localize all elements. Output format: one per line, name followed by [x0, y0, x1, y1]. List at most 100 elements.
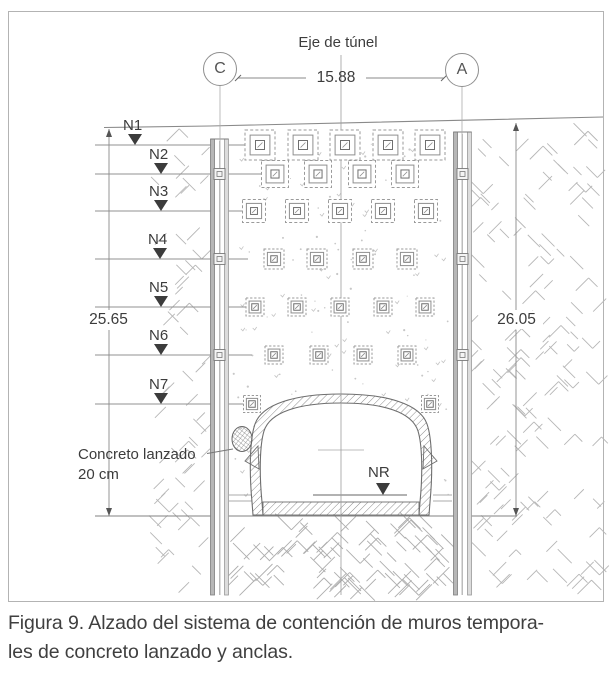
level-marker-triangle [153, 248, 167, 259]
line [403, 573, 420, 590]
line [277, 540, 292, 555]
line [499, 228, 510, 239]
line [486, 398, 498, 410]
dim-arrow [513, 123, 519, 131]
line [591, 579, 602, 591]
line [588, 277, 598, 288]
line [538, 175, 553, 190]
line [153, 478, 165, 490]
line [511, 506, 527, 521]
path [381, 392, 386, 397]
line [539, 340, 549, 350]
line [527, 234, 541, 248]
line [169, 299, 180, 311]
soil-hatch [226, 511, 466, 602]
line [534, 501, 541, 508]
path [385, 330, 391, 335]
line [366, 569, 378, 582]
line [486, 234, 496, 243]
line [402, 171, 408, 177]
wall-face [210, 138, 215, 596]
line [318, 556, 336, 573]
wall-connector [213, 349, 226, 361]
dimension-left-depth-label: 25.65 [82, 311, 135, 329]
line [541, 233, 555, 247]
line [330, 547, 341, 558]
path [319, 267, 324, 272]
line [489, 481, 500, 491]
line [349, 572, 361, 583]
circle [447, 493, 449, 495]
circle [258, 185, 261, 187]
line [442, 573, 454, 584]
rect [290, 300, 304, 314]
line [566, 344, 575, 352]
rect [456, 349, 469, 361]
anchor-plate [328, 199, 352, 223]
line [369, 533, 382, 545]
line [558, 381, 569, 392]
anchor-plate [304, 160, 332, 188]
line [291, 518, 304, 531]
line [148, 515, 162, 529]
line [571, 576, 585, 589]
level-marker-triangle [154, 200, 168, 211]
line [577, 579, 592, 595]
circle [289, 177, 292, 180]
path [373, 248, 378, 253]
line [174, 449, 188, 463]
line [272, 171, 278, 177]
line [472, 222, 484, 233]
line [390, 523, 406, 539]
line [364, 537, 378, 551]
line [425, 573, 439, 586]
circle [349, 287, 352, 290]
path [434, 253, 439, 258]
line [474, 359, 485, 370]
path [274, 374, 279, 378]
line [175, 233, 187, 245]
circle [406, 295, 408, 297]
line [294, 208, 300, 214]
circle [300, 294, 303, 296]
line [201, 146, 210, 156]
line [342, 142, 348, 148]
circle [336, 272, 339, 276]
rect [356, 348, 370, 362]
line [180, 184, 190, 194]
circle [245, 329, 247, 331]
path [404, 397, 410, 402]
line [230, 527, 245, 543]
line [436, 576, 447, 587]
line [166, 128, 180, 142]
anchor-plate [421, 395, 439, 413]
anchor-plate [373, 297, 393, 317]
circle [403, 155, 406, 158]
tunnel-axis-title: Eje de túnel [298, 34, 378, 51]
rect [459, 256, 466, 262]
line [174, 155, 186, 167]
line [496, 530, 508, 542]
dimension-right-depth-label: 26.05 [490, 311, 543, 329]
line [545, 509, 556, 519]
line [387, 581, 401, 595]
anchor-plate [287, 129, 319, 161]
line [493, 504, 504, 515]
rect [374, 202, 392, 220]
line [179, 326, 189, 336]
line [573, 166, 582, 176]
line [592, 340, 601, 349]
anchor-plate [396, 248, 418, 270]
line [273, 574, 285, 586]
line [281, 540, 298, 557]
line [294, 304, 300, 310]
line [276, 564, 285, 573]
line [470, 460, 482, 471]
leader-line [206, 448, 234, 454]
line [333, 585, 347, 598]
line [182, 463, 193, 474]
line [585, 371, 600, 385]
line [508, 549, 517, 558]
circle [406, 334, 409, 337]
line [539, 244, 552, 256]
